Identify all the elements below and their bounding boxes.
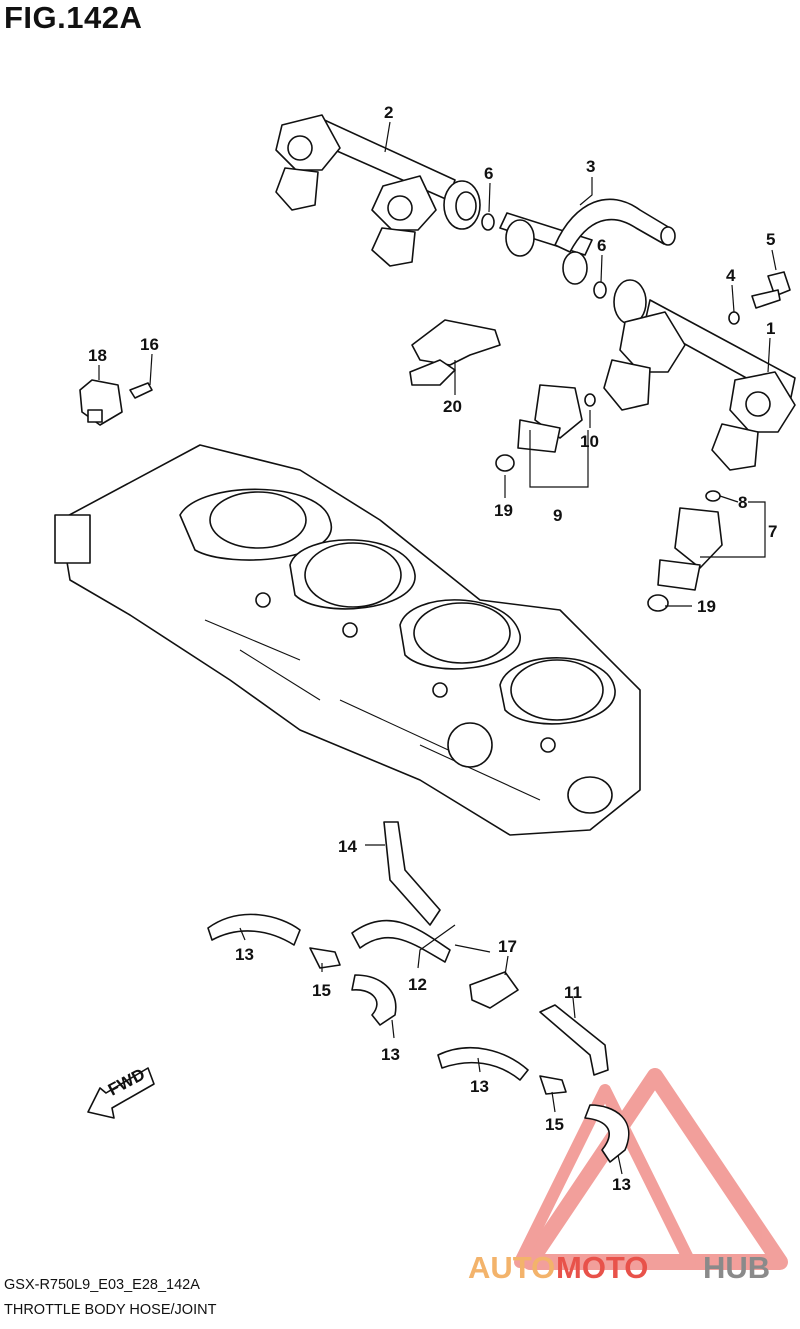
figure-title: FIG.142A <box>4 0 143 35</box>
fwd-direction-arrow: FWD <box>87 1065 155 1119</box>
joint-15-a <box>309 947 341 969</box>
joint-15-b <box>539 1075 567 1095</box>
injector-lower <box>657 507 723 591</box>
callout-1: 1 <box>766 319 775 338</box>
hose-13-a <box>207 913 301 946</box>
watermark-moto: MOTO <box>556 1250 648 1285</box>
callout-6-upper: 6 <box>484 164 493 183</box>
joint-17 <box>469 971 519 1009</box>
callout-13-d: 13 <box>612 1175 631 1194</box>
watermark-hub: HUB <box>703 1250 770 1285</box>
callout-16: 16 <box>140 335 159 354</box>
hose-13-d <box>584 1104 630 1163</box>
section-title: THROTTLE BODY HOSE/JOINT <box>4 1302 217 1318</box>
leader-lines <box>98 121 777 1175</box>
washer <box>728 311 740 325</box>
clip <box>409 319 501 386</box>
model-code: GSX-R750L9_E03_E28_142A <box>4 1277 200 1293</box>
callout-3: 3 <box>586 157 595 176</box>
watermark-auto: AUTO <box>468 1250 555 1285</box>
o-ring-injector <box>705 490 721 502</box>
throttle-body-assembly <box>54 444 641 836</box>
callout-14: 14 <box>338 837 357 856</box>
callout-9: 9 <box>553 506 562 525</box>
callout-13-a: 13 <box>235 945 254 964</box>
callout-18: 18 <box>88 346 107 365</box>
callout-7: 7 <box>768 522 777 541</box>
callout-13-b: 13 <box>381 1045 400 1064</box>
hose-13-b <box>351 974 397 1026</box>
callout-13-c: 13 <box>470 1077 489 1096</box>
callout-4: 4 <box>726 266 736 285</box>
callout-19-lower: 19 <box>697 597 716 616</box>
hose-12 <box>351 919 451 963</box>
callout-12: 12 <box>408 975 427 994</box>
callout-8: 8 <box>738 493 747 512</box>
hose-14 <box>383 821 441 926</box>
callout-10: 10 <box>580 432 599 451</box>
callout-5: 5 <box>766 230 775 249</box>
callout-17: 17 <box>498 937 517 956</box>
fuel-rail-lower <box>603 279 796 471</box>
sensor-screw <box>129 382 153 399</box>
o-ring-upper <box>481 213 495 231</box>
callout-19-upper: 19 <box>494 501 513 520</box>
hose-11 <box>539 1004 609 1076</box>
callout-15-a: 15 <box>312 981 331 1000</box>
watermark-triangle-logo <box>514 1068 788 1270</box>
joint-pipe <box>499 198 676 285</box>
callout-11: 11 <box>564 983 582 1002</box>
sensor <box>79 379 123 426</box>
callout-6-lower: 6 <box>597 236 606 255</box>
watermark-text: AUTO MOTO HUB <box>468 1250 770 1285</box>
injector-upper <box>517 384 596 453</box>
callout-numbers: 2 1 3 4 5 6 6 7 8 9 10 11 12 13 13 13 13… <box>88 103 777 1194</box>
o-ring-lower <box>593 281 607 299</box>
callout-2: 2 <box>384 103 393 122</box>
callout-20: 20 <box>443 397 462 416</box>
hose-13-c <box>437 1047 529 1081</box>
cushion-seal-upper <box>495 454 515 472</box>
cushion-seal-lower <box>647 594 669 612</box>
callout-15-b: 15 <box>545 1115 564 1134</box>
bolt <box>751 271 791 309</box>
fuel-rail-upper <box>275 114 481 267</box>
